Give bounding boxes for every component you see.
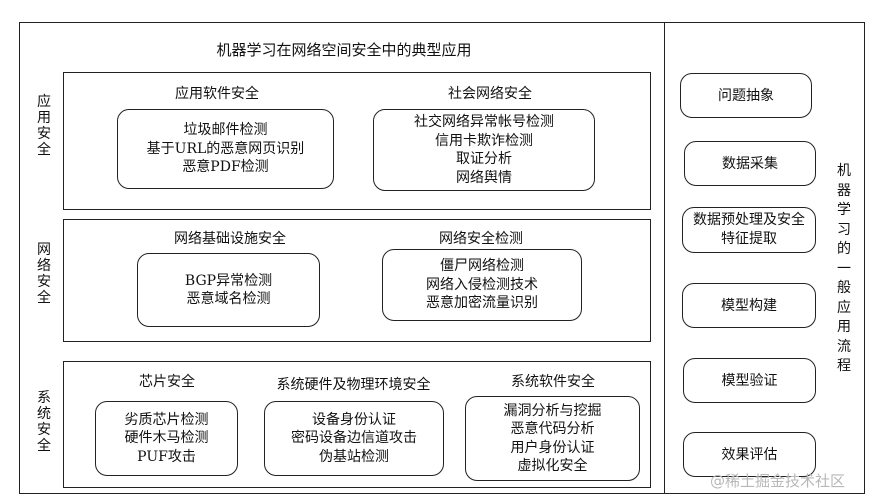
group-box-social-network: 社交网络异常帐号检测 信用卡欺诈检测 取证分析 网络舆情 bbox=[373, 109, 595, 191]
process-label: 机器学习的一般应用流程 bbox=[837, 163, 851, 374]
group-heading-app-software: 应用软件安全 bbox=[175, 86, 259, 102]
process-step: 数据预处理及安全特征提取 bbox=[682, 207, 816, 253]
list-item: 恶意加密流量识别 bbox=[426, 295, 538, 312]
process-step: 数据采集 bbox=[684, 141, 816, 186]
group-heading-system-software: 系统软件安全 bbox=[511, 374, 595, 390]
group-heading-social-network: 社会网络安全 bbox=[448, 86, 532, 102]
list-item: 用户身份认证 bbox=[510, 439, 595, 456]
list-item: 垃圾邮件检测 bbox=[183, 122, 268, 139]
list-item: 漏洞分析与挖掘 bbox=[503, 402, 602, 419]
column-divider bbox=[664, 22, 665, 494]
group-heading-hardware-physical: 系统硬件及物理环境安全 bbox=[276, 377, 431, 393]
list-item: 网络舆情 bbox=[456, 169, 512, 186]
layer-label-network: 网络安全 bbox=[37, 242, 51, 306]
list-item: 社交网络异常帐号检测 bbox=[414, 114, 554, 130]
group-box-hardware-physical: 设备身份认证 密码设备边信道攻击 伪基站检测 bbox=[264, 401, 444, 476]
group-box-network-detection: 僵尸网络检测 网络入侵检测技术 恶意加密流量识别 bbox=[382, 249, 582, 321]
layer-label-application: 应用安全 bbox=[37, 94, 51, 158]
process-step: 模型构建 bbox=[682, 283, 816, 328]
process-step: 效果评估 bbox=[683, 432, 816, 477]
list-item: 网络入侵检测技术 bbox=[426, 276, 538, 293]
process-step: 问题抽象 bbox=[680, 73, 812, 118]
group-box-network-infra: BGP异常检测 恶意域名检测 bbox=[137, 253, 320, 327]
list-item: 僵尸网络检测 bbox=[440, 258, 524, 275]
group-heading-network-infra: 网络基础设施安全 bbox=[174, 231, 286, 247]
group-box-system-software: 漏洞分析与挖掘 恶意代码分析 用户身份认证 虚拟化安全 bbox=[465, 396, 640, 481]
list-item: 信用卡欺诈检测 bbox=[435, 132, 533, 149]
list-item: 恶意域名检测 bbox=[186, 291, 271, 307]
group-heading-network-detection: 网络安全检测 bbox=[439, 231, 523, 247]
layer-label-system: 系统安全 bbox=[37, 390, 51, 454]
watermark: @稀土掘金技术社区 bbox=[710, 472, 846, 490]
group-heading-chip: 芯片安全 bbox=[139, 374, 195, 390]
list-item: BGP异常检测 bbox=[184, 272, 273, 289]
list-item: 劣质芯片检测 bbox=[124, 411, 209, 428]
main-title: 机器学习在网络空间安全中的典型应用 bbox=[216, 41, 472, 59]
list-item: 基于URL的恶意网页识别 bbox=[146, 140, 305, 157]
group-box-app-software: 垃圾邮件检测 基于URL的恶意网页识别 恶意PDF检测 bbox=[117, 109, 334, 189]
list-item: 设备身份认证 bbox=[312, 411, 396, 428]
group-box-chip: 劣质芯片检测 硬件木马检测 PUF攻击 bbox=[95, 401, 238, 476]
layer-system bbox=[63, 361, 651, 488]
list-item: 恶意代码分析 bbox=[510, 421, 595, 437]
list-item: 伪基站检测 bbox=[319, 448, 389, 465]
list-item: 密码设备边信道攻击 bbox=[291, 430, 417, 447]
list-item: 取证分析 bbox=[456, 151, 512, 167]
outer-frame bbox=[19, 22, 865, 494]
list-item: 硬件木马检测 bbox=[124, 430, 209, 447]
list-item: 恶意PDF检测 bbox=[182, 159, 269, 176]
process-step: 模型验证 bbox=[683, 358, 816, 403]
layer-network bbox=[63, 219, 651, 342]
layer-application bbox=[63, 72, 651, 210]
list-item: PUF攻击 bbox=[137, 448, 196, 465]
list-item: 虚拟化安全 bbox=[517, 458, 588, 474]
